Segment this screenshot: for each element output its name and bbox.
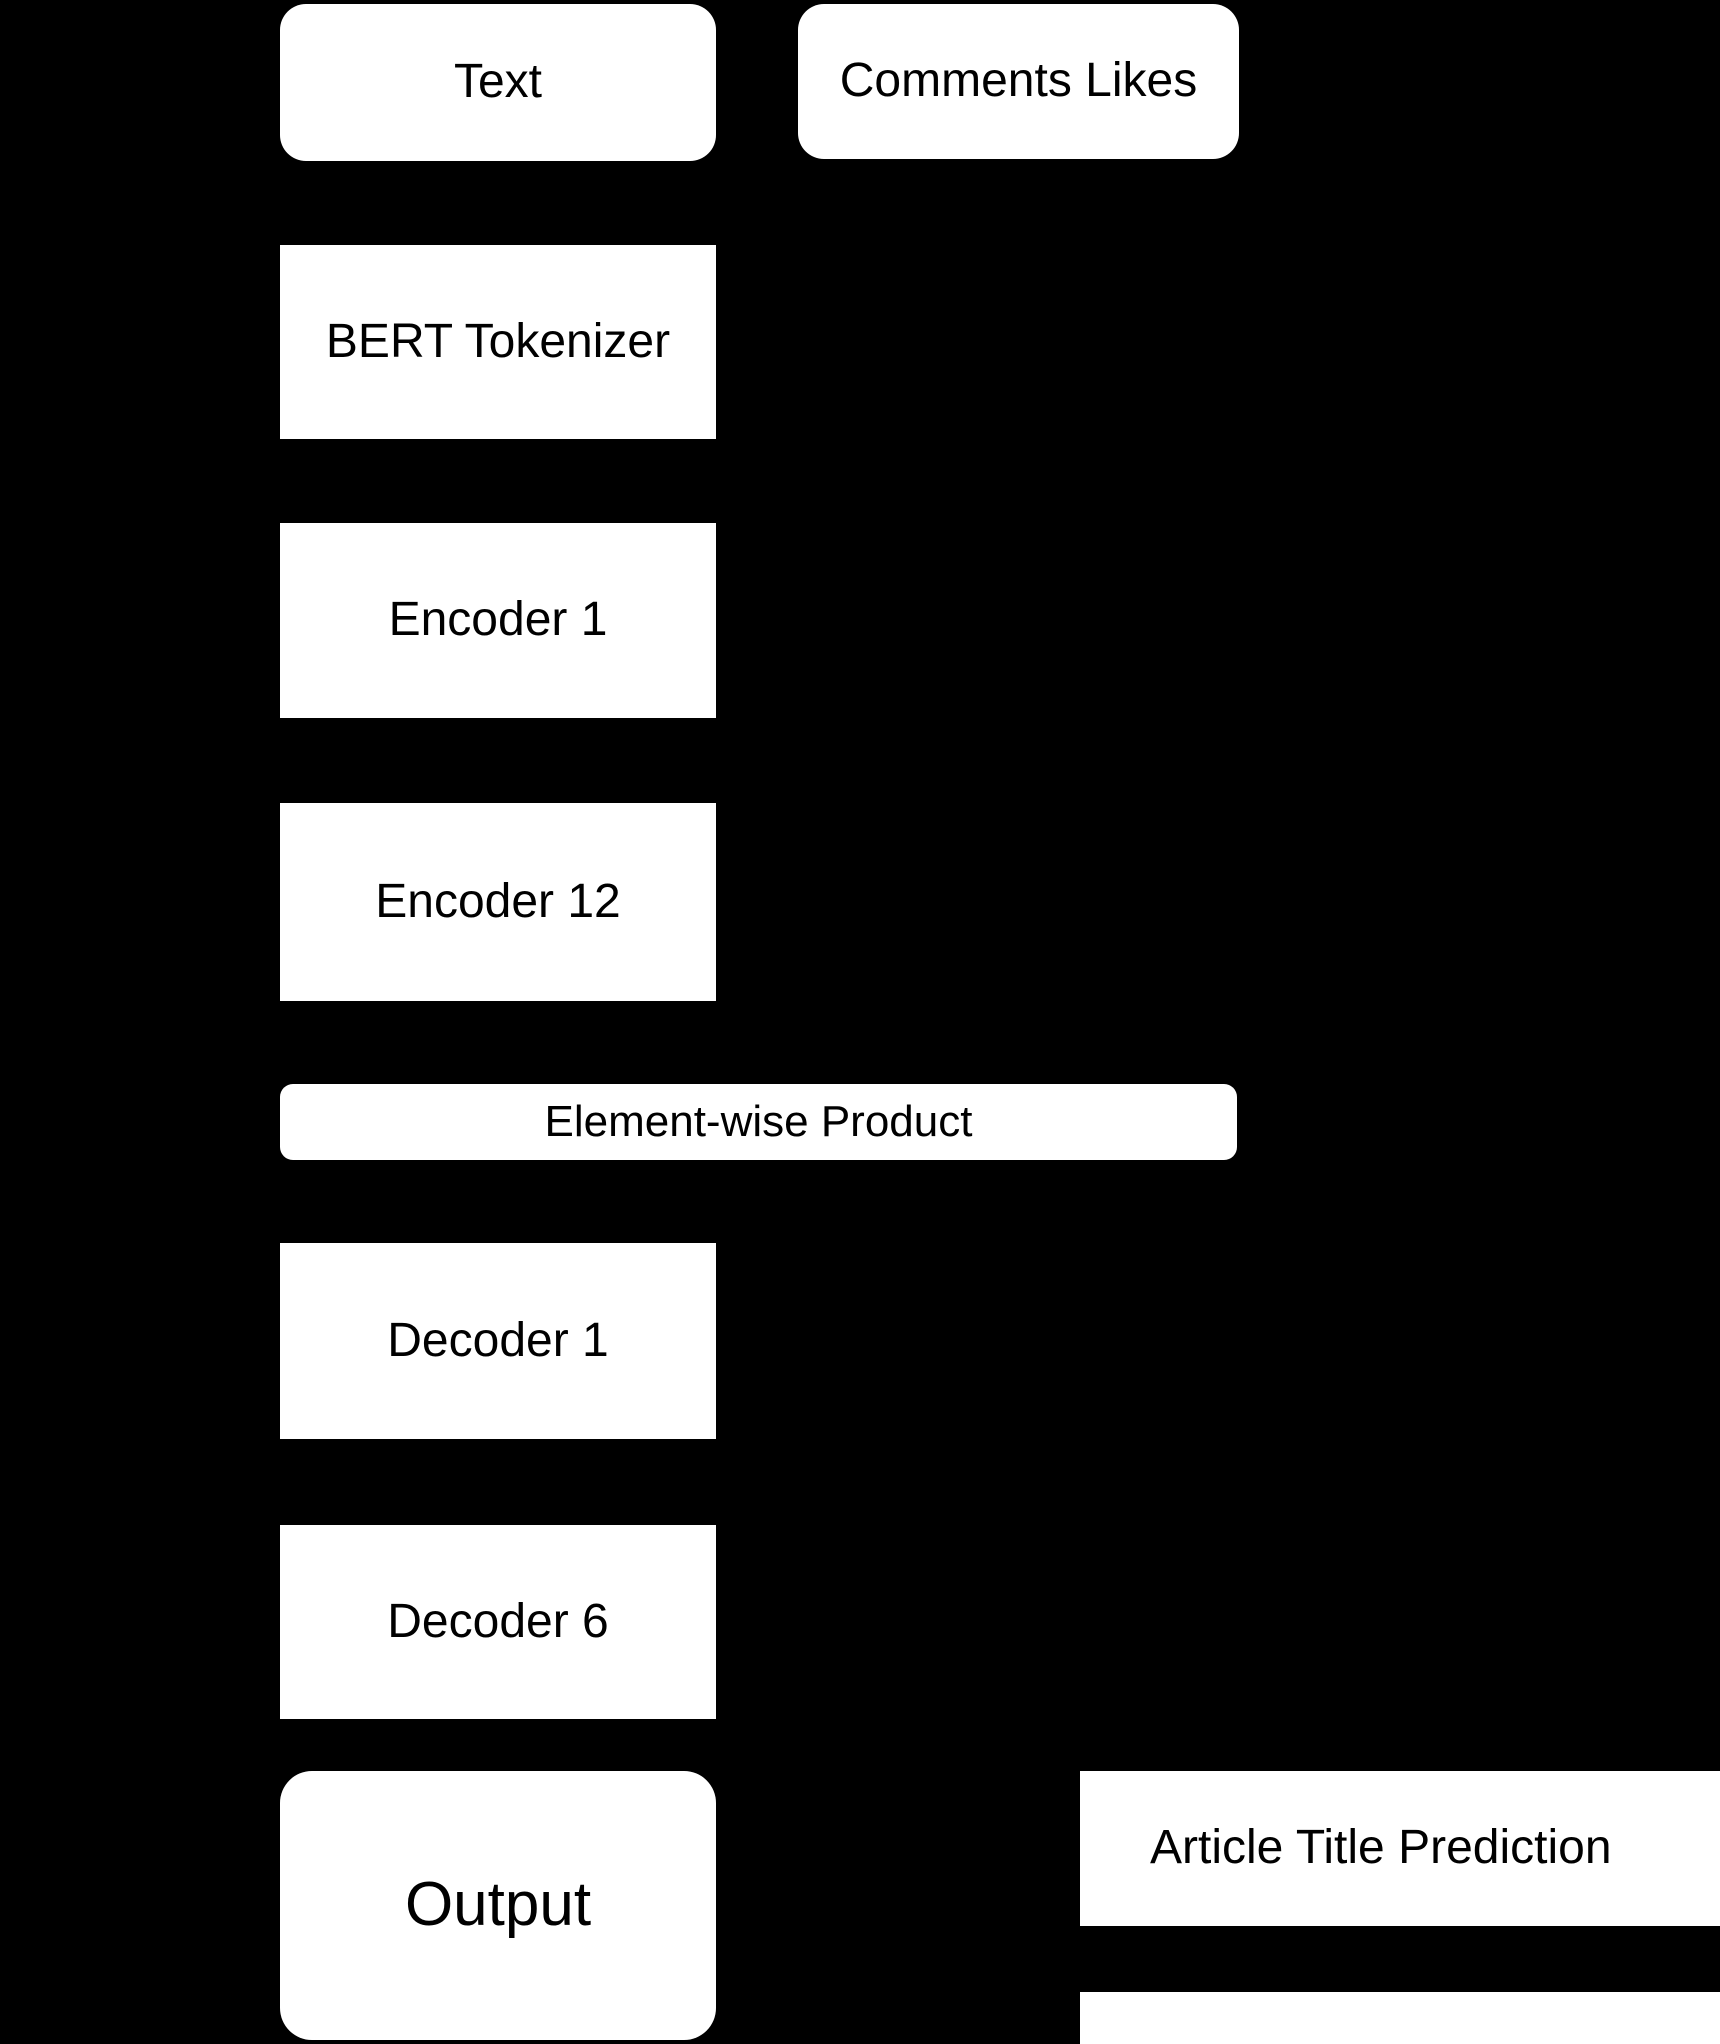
node-article-title-prediction[interactable]: Article Title Prediction xyxy=(1080,1771,1720,1926)
node-decoder-6-label: Decoder 6 xyxy=(387,1594,609,1648)
node-bert-tokenizer-label: BERT Tokenizer xyxy=(325,314,671,368)
node-output[interactable]: Output xyxy=(280,1771,716,2040)
node-element-wise-product-label: Element-wise Product xyxy=(544,1096,973,1146)
node-output-label: Output xyxy=(404,1870,592,1940)
node-decoder-6[interactable]: Decoder 6 xyxy=(280,1525,716,1719)
node-comment-based-summary[interactable]: Comment-based Summary xyxy=(1080,1992,1720,2044)
node-element-wise-product[interactable]: Element-wise Product xyxy=(280,1084,1237,1160)
node-text-label: Text xyxy=(453,55,543,109)
node-encoder-12-label: Encoder 12 xyxy=(375,874,621,928)
node-article-title-prediction-label: Article Title Prediction xyxy=(1150,1821,1612,1875)
node-encoder-1[interactable]: Encoder 1 xyxy=(280,523,716,718)
node-comments-likes[interactable]: Comments Likes xyxy=(798,4,1239,159)
node-encoder-1-label: Encoder 1 xyxy=(388,593,608,647)
node-comment-based-summary-label: Comment-based Summary xyxy=(1080,2042,1720,2044)
node-encoder-12[interactable]: Encoder 12 xyxy=(280,803,716,1001)
node-decoder-1[interactable]: Decoder 1 xyxy=(280,1243,716,1439)
node-text[interactable]: Text xyxy=(280,4,716,161)
node-comments-likes-label: Comments Likes xyxy=(839,54,1198,108)
node-decoder-1-label: Decoder 1 xyxy=(387,1313,609,1367)
node-bert-tokenizer[interactable]: BERT Tokenizer xyxy=(280,245,716,439)
